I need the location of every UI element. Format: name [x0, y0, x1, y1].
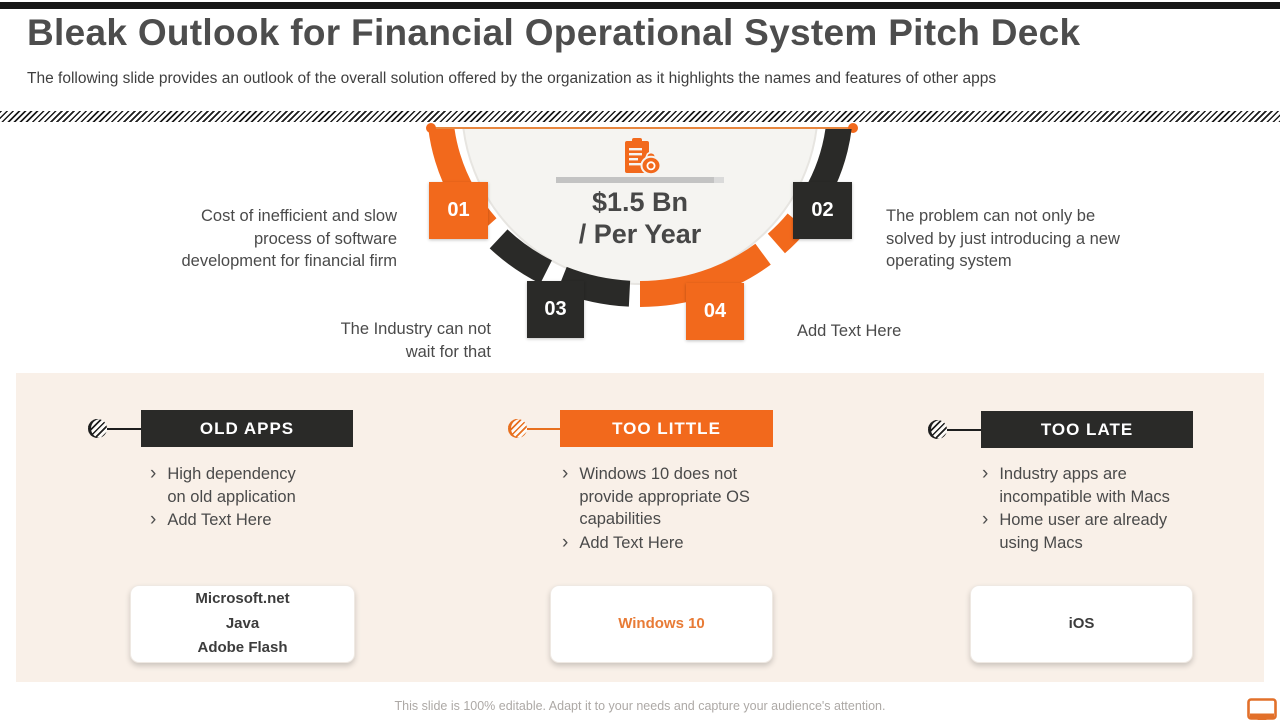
step-number-03: 03: [527, 281, 584, 338]
hatch-dot-icon: [928, 420, 947, 439]
chevron-bullet-icon: ›: [150, 463, 157, 484]
header-connector-line: [947, 428, 981, 431]
header-connector-line: [527, 427, 560, 430]
chevron-bullet-icon: ›: [982, 463, 989, 484]
list-item: › Add Text Here: [150, 509, 309, 532]
step-text-02: The problem can not only be solved by ju…: [886, 207, 1120, 270]
top-border-bar: [0, 2, 1280, 9]
section-header-too-little: TOO LITTLE: [508, 410, 773, 447]
ios-card: iOS: [970, 585, 1193, 663]
editable-note: This slide is 100% editable. Adapt it to…: [394, 699, 886, 713]
document-money-bag-icon: [625, 138, 662, 176]
card-line: Adobe Flash: [197, 639, 288, 657]
chevron-bullet-icon: ›: [150, 509, 157, 530]
step-number-02: 02: [793, 182, 852, 239]
section-header-old-apps: OLD APPS: [88, 410, 353, 447]
bullet-text: Windows 10 does not provide appropriate …: [579, 465, 750, 528]
hatched-divider: [0, 111, 1280, 122]
card-line: Windows 10: [618, 614, 705, 632]
chevron-bullet-icon: ›: [562, 531, 569, 553]
section-header-too-late: TOO LATE: [928, 411, 1193, 448]
bullet-text: Add Text Here: [579, 533, 684, 552]
center-divider-bar: [556, 177, 724, 183]
center-disc: [462, 129, 818, 285]
ring-segment-2: [489, 229, 553, 284]
header-box: TOO LITTLE: [560, 410, 773, 447]
list-item: › Add Text Here: [562, 532, 751, 555]
slide-title: Bleak Outlook for Financial Operational …: [27, 12, 1081, 53]
step-number-01: 01: [429, 182, 488, 239]
monitor-icon: [1247, 698, 1277, 720]
list-item: › High dependency on old application: [150, 463, 309, 508]
chevron-bullet-icon: ›: [562, 463, 569, 484]
bullet-list-too-late: › Industry apps are incompatible with Ma…: [982, 463, 1189, 555]
header-box: OLD APPS: [141, 410, 353, 447]
windows-card: Windows 10: [550, 585, 773, 663]
list-item: › Industry apps are incompatible with Ma…: [982, 463, 1189, 508]
center-unit: / Per Year: [578, 219, 702, 249]
center-value-block: $1.5 Bn / Per Year: [420, 186, 860, 250]
apps-overview-panel: OLD APPS TOO LITTLE TOO LATE › High depe…: [16, 373, 1264, 682]
bullet-text: High dependency on old application: [167, 465, 296, 506]
card-line: iOS: [1068, 614, 1095, 632]
header-connector-line: [107, 427, 141, 430]
step-number-04: 04: [686, 283, 744, 340]
hatch-dot-icon: [88, 419, 107, 438]
timeline-endpoint-dot-left: [426, 123, 436, 133]
center-value: $1.5 Bn: [591, 187, 689, 217]
hatch-dot-icon: [508, 419, 527, 438]
timeline-connector-line: [431, 127, 853, 129]
bullet-text: Home user are already using Macs: [999, 511, 1168, 552]
bullet-text: Industry apps are incompatible with Macs: [999, 465, 1170, 506]
chevron-bullet-icon: ›: [982, 509, 989, 530]
step-text-04: Add Text Here: [797, 322, 902, 340]
ring-segment-3: [557, 266, 631, 307]
bullet-list-too-little: › Windows 10 does not provide appropriat…: [562, 463, 751, 555]
timeline-endpoint-dot-right: [848, 123, 858, 133]
step-text-03: The Industry can not wait for that: [340, 320, 491, 361]
card-line: Microsoft.net: [195, 590, 290, 608]
header-box: TOO LATE: [981, 411, 1193, 448]
card-line: Java: [225, 614, 260, 632]
legacy-apps-card: Microsoft.net Java Adobe Flash: [130, 585, 355, 663]
bullet-text: Add Text Here: [167, 511, 272, 529]
bullet-list-old-apps: › High dependency on old application › A…: [150, 463, 309, 533]
slide-subtitle: The following slide provides an outlook …: [27, 70, 997, 87]
list-item: › Windows 10 does not provide appropriat…: [562, 463, 751, 531]
step-text-01: Cost of inefficient and slow process of …: [181, 207, 397, 270]
list-item: › Home user are already using Macs: [982, 509, 1189, 554]
